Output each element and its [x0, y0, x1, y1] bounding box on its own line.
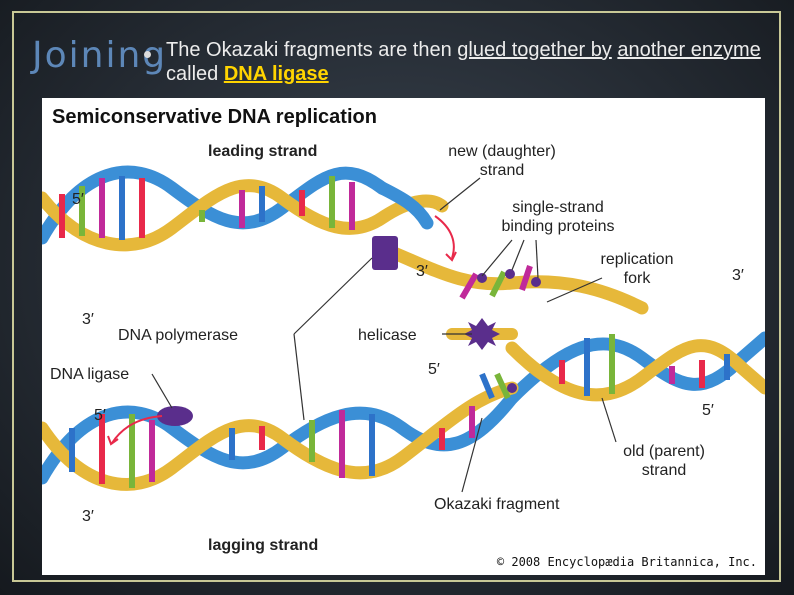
label-prime-3: 3′: [82, 508, 94, 525]
label-dna-ligase: DNA ligase: [50, 366, 130, 383]
label-line: replication: [600, 251, 674, 268]
label-line: new (daughter): [448, 143, 556, 160]
lagging-direction-arrow: [111, 415, 163, 444]
label-leading-strand: leading strand: [208, 143, 318, 160]
lower-double-helix: [42, 381, 519, 491]
underlined-phrase-glued: glued together by: [457, 39, 612, 61]
label-replication-fork: replication fork: [582, 250, 692, 288]
lower-parent-strand: [42, 381, 519, 491]
label-line: strand: [641, 462, 687, 479]
label-prime-3: 3′: [732, 267, 744, 284]
label-prime-5: 5′: [94, 407, 106, 424]
base-pairs: [59, 176, 730, 488]
dna-illustration: [42, 165, 765, 493]
dna-ligase-enzyme: [157, 406, 193, 426]
bullet-text-part: The Okazaki fragments are then: [166, 39, 458, 61]
label-prime-3: 3′: [416, 263, 428, 280]
parent-strand-to-fork: [375, 241, 649, 315]
binding-protein: [477, 273, 487, 283]
bullet-text-part: called: [166, 63, 224, 85]
helicase-enzyme: [464, 318, 500, 350]
label-line: single-strand: [512, 199, 604, 216]
parental-double-helix: [505, 331, 765, 405]
copyright-credit: © 2008 Encyclopædia Britannica, Inc.: [496, 555, 757, 569]
bullet-text: The Okazaki fragments are then glued tog…: [166, 38, 766, 86]
label-single-strand-binding-proteins: single-strand binding proteins: [484, 198, 632, 236]
leader-lines: [151, 177, 617, 493]
slide-frame: [12, 11, 781, 582]
leading-direction-arrow: [434, 215, 455, 259]
new-daughter-strand-end: [375, 181, 434, 230]
label-new-daughter-strand: new (daughter) strand: [428, 142, 576, 180]
label-okazaki-fragment: Okazaki fragment: [434, 496, 560, 513]
upper-parent-strand: [42, 179, 449, 252]
figure-title: Semiconservative DNA replication: [52, 106, 377, 128]
binding-protein: [505, 269, 515, 279]
binding-protein: [507, 383, 517, 393]
bullet-icon: [144, 51, 151, 58]
parental-strand-gold: [505, 339, 765, 402]
label-line: binding proteins: [501, 218, 615, 235]
label-prime-5: 5′: [702, 402, 714, 419]
label-prime-5: 5′: [72, 191, 84, 208]
label-prime-3: 3′: [82, 311, 94, 328]
dna-replication-figure: Semiconservative DNA replication leading…: [42, 98, 765, 575]
label-dna-polymerase: DNA polymerase: [118, 327, 239, 344]
underlined-phrase-enzyme: another enzyme: [617, 39, 761, 61]
label-line: old (parent): [623, 443, 705, 460]
label-line: fork: [623, 270, 651, 287]
label-old-parent-strand: old (parent) strand: [604, 442, 724, 480]
dna-polymerase-enzyme: [372, 236, 398, 270]
label-line: strand: [479, 162, 525, 179]
slide-title: Joining: [32, 35, 168, 76]
highlight-dna-ligase: DNA ligase: [223, 63, 329, 85]
parental-strand-blue: [505, 331, 765, 405]
binding-protein: [531, 277, 541, 287]
label-lagging-strand: lagging strand: [208, 537, 319, 554]
label-prime-5: 5′: [428, 361, 440, 378]
label-helicase: helicase: [358, 327, 417, 344]
lower-daughter-strand: [42, 391, 519, 485]
